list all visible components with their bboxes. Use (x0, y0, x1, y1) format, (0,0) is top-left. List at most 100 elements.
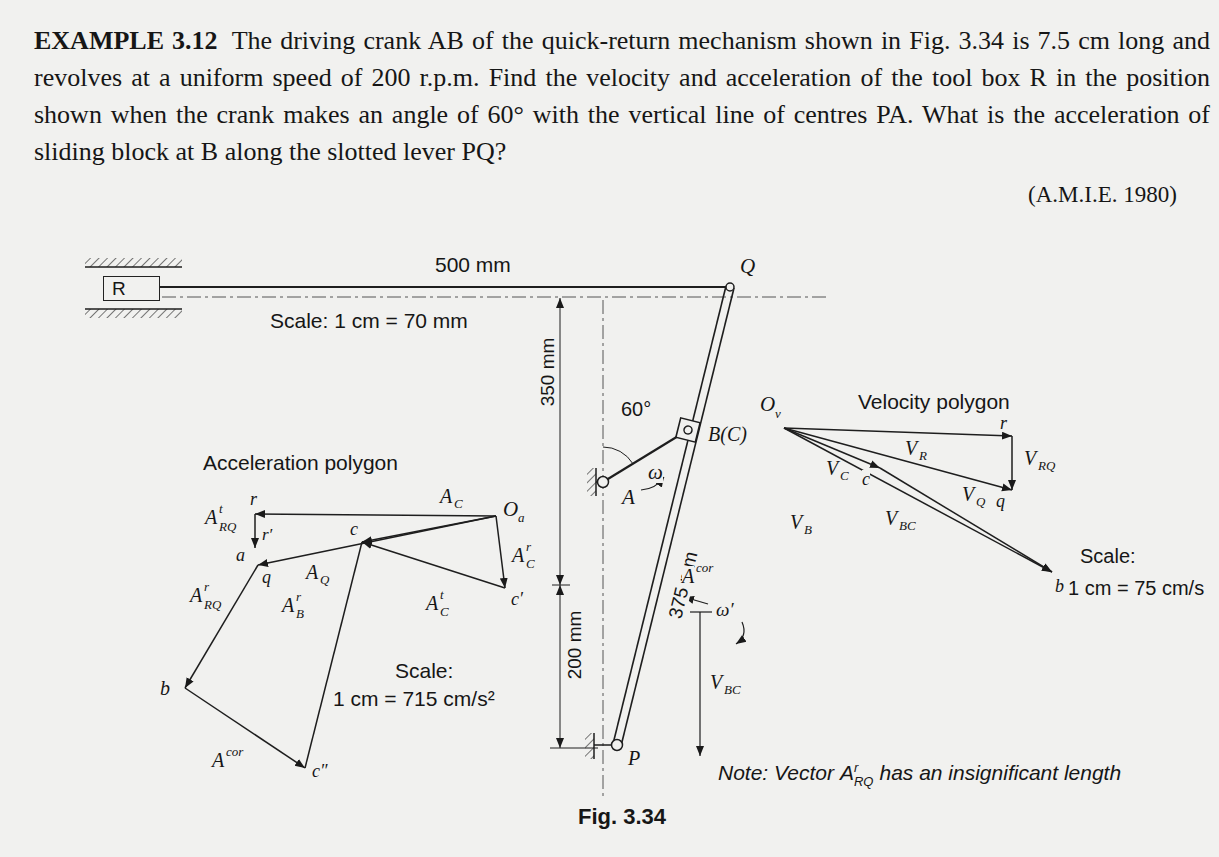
vector-symbol: t (219, 502, 223, 515)
vector-symbol: Q (740, 256, 755, 277)
vector-symbol: A (190, 585, 202, 605)
vector-symbol: ω (648, 462, 663, 483)
vector-symbol: A (840, 761, 854, 784)
slotted-lever (613, 286, 726, 744)
vector-symbol: V (962, 484, 974, 504)
vector-symbol: A (440, 486, 452, 506)
vector-symbol: V (1024, 448, 1036, 468)
vector-symbol: A (212, 750, 224, 770)
vector-symbol: A (282, 595, 294, 615)
vector-symbol: B (804, 523, 812, 536)
acceleration-vector (185, 688, 305, 768)
dimension-line (560, 585, 561, 748)
acceleration-vector (185, 565, 258, 688)
figure-text: Scale: (395, 660, 453, 681)
vector-symbol: V (826, 458, 838, 478)
vector-symbol: B (296, 607, 304, 620)
ground-hatch (587, 468, 596, 496)
figure-text: Scale: 1 cm = 70 mm (270, 310, 468, 331)
vector-symbol: BC (724, 683, 741, 696)
velocity-vector (784, 428, 1052, 572)
velocity-arrow (699, 612, 700, 756)
vector-symbol: V (885, 508, 897, 528)
guide-line (85, 266, 182, 268)
velocity-vector (784, 428, 1012, 490)
vector-symbol: V (790, 512, 802, 532)
acceleration-vector (305, 542, 362, 768)
subscript: RQ (854, 775, 874, 789)
vector-symbol: r (204, 580, 209, 593)
note-text: Note: Vector (718, 761, 834, 784)
vector-symbol: A (622, 487, 635, 508)
sliding-block (676, 418, 700, 442)
acceleration-vector (362, 542, 505, 588)
vector-symbol: a (236, 546, 245, 564)
vector-symbol: P (628, 748, 640, 768)
vector-symbol: b (1055, 577, 1064, 595)
vector-symbol: a (518, 511, 525, 524)
slotted-lever (621, 288, 734, 746)
vector-symbol: cor (226, 745, 243, 758)
velocity-vector (784, 428, 1012, 436)
vector-symbol: O (760, 394, 775, 415)
ground-hatch (85, 309, 182, 318)
vector-symbol: q (262, 568, 271, 586)
vector-symbol: r (526, 540, 531, 553)
vector-symbol: r′ (262, 526, 272, 543)
vector-symbol: R (919, 449, 927, 462)
dimension-label: 350 mm (538, 338, 557, 407)
figure-text: Acceleration polygon (203, 452, 398, 473)
example-title: EXAMPLE 3.12 (34, 26, 218, 55)
ground-line (593, 733, 595, 759)
tool-box: R (103, 276, 160, 301)
acceleration-vector (254, 514, 256, 548)
vector-symbol: O (503, 499, 518, 520)
acceleration-vector (255, 514, 496, 516)
vector-symbol: cor (696, 561, 713, 574)
figure-text: Velocity polygon (858, 391, 1010, 412)
pin-joint (726, 283, 734, 291)
vector-symbol: Q (976, 495, 985, 508)
vector-symbol: v (775, 407, 781, 420)
pivot (612, 740, 623, 751)
figure-text: 500 mm (435, 254, 511, 275)
vector-symbol: V (905, 438, 917, 458)
connecting-rod (160, 286, 730, 288)
acceleration-vector (496, 516, 505, 588)
figure-text: 1 cm = 75 cm/s (1068, 578, 1204, 598)
vector-symbol: A (426, 593, 438, 613)
figure-text: Scale: (1080, 546, 1136, 566)
vector-symbol: C (526, 557, 535, 570)
angle-arc (603, 447, 633, 464)
vector-symbol: C (454, 497, 463, 510)
vector-symbol: c (862, 470, 870, 488)
vector-symbol: A (512, 545, 524, 565)
vector-symbol: r (250, 490, 257, 508)
vector-symbol: A (682, 566, 694, 586)
note: Note: Vector ArRQ has an insignificant len… (718, 760, 1121, 789)
pin-joint (683, 425, 693, 435)
figure-caption: Fig. 3.34 (578, 806, 666, 828)
vector-symbol: r (296, 590, 301, 603)
vector-symbol: V (710, 672, 722, 692)
dimension-label: 200 mm (565, 611, 584, 680)
vector-symbol: Q (320, 573, 329, 586)
note-text: has an insignificant length (879, 761, 1121, 784)
problem-statement: EXAMPLE 3.12The driving crank AB of the … (34, 22, 1210, 170)
vector-symbol: A (205, 507, 217, 527)
acceleration-vector (258, 516, 496, 565)
ground-hatch (85, 258, 182, 267)
centre-line (603, 300, 604, 800)
vector-symbol: RQ (204, 598, 221, 611)
superscript: r (854, 761, 874, 775)
vector-symbol: r (1000, 414, 1007, 432)
figure-text: (A.M.I.E. 1980) (1028, 183, 1177, 206)
vector-symbol: B(C) (708, 424, 747, 444)
vector-symbol: C (840, 469, 849, 482)
vector-symbol: q (996, 492, 1005, 510)
vector-symbol: b (160, 678, 170, 698)
figure-text: 1 cm = 715 cm/s² (333, 688, 495, 709)
centre-line (162, 297, 830, 298)
pivot (598, 477, 609, 488)
ground-link (594, 744, 612, 746)
